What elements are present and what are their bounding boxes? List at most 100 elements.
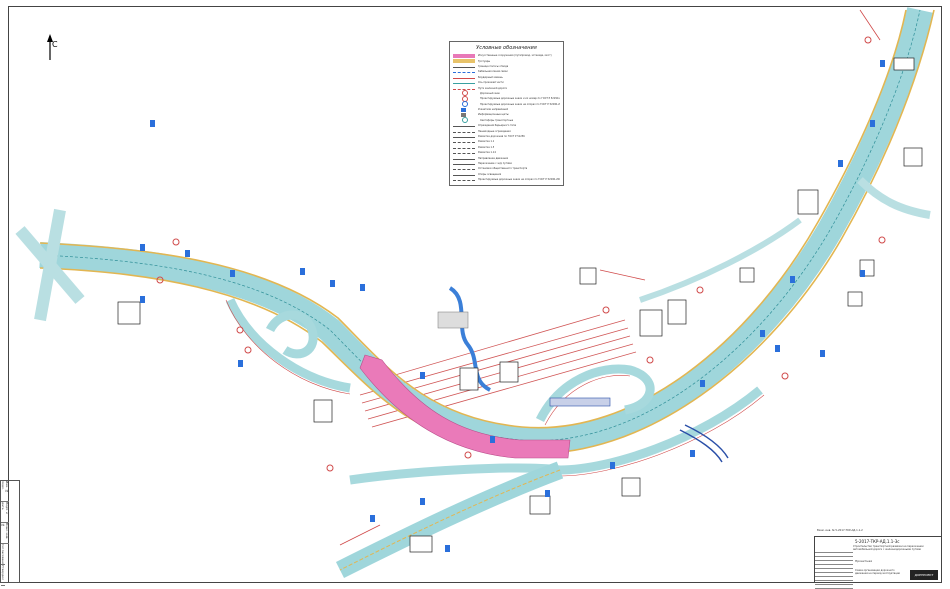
legend-symbol [453,164,475,165]
legend-label: Ось проезжей части [478,81,504,85]
legend-symbol [453,142,475,144]
drawing-frame [8,6,942,583]
legend-label: Проектируемые дорожные знаки на опорах п… [478,178,560,182]
legend-label: Пересечение с ж/д путями [478,162,512,165]
legend-label: Остановки общественного транспорта [478,167,528,171]
legend-symbol [461,112,466,117]
legend-label: Бордюрный камень [478,75,503,79]
legend-item: Проектируемые дорожные знаки на опорах п… [453,177,560,182]
legend-symbol [453,174,475,176]
signature-grid [815,549,853,589]
legend-item: Информационные щиты [453,112,560,117]
stream [448,286,492,392]
object-name: Строительство транспортной развязки на п… [853,545,924,551]
legend-label: Разметка 1.1 [478,140,495,144]
binding-cell: Согласовано [1,544,5,565]
legend-item: Пешеходные ограждения [453,128,560,133]
legend-label: Граница полосы отвода [478,64,509,68]
legend-item: Пересечение с ж/д путями [453,161,560,166]
legend-label: Разметка дорожная по ГОСТ Р 51256 [478,135,525,139]
legend-label: Разметка 1.5 [478,145,495,149]
legend-item: Пути железной дороги [453,85,560,90]
legend-label: Пути железной дороги [478,86,508,90]
legend-label: Пешеходные ограждения [478,129,511,133]
legend-symbol [453,53,475,58]
legend-title: Условные обозначения [476,45,537,51]
legend-label: Дорожный знак [480,91,500,95]
legend-label: Направление движения [478,156,509,160]
legend-symbol [453,59,475,64]
legend-item: Тротуары [453,58,560,64]
legend-symbol [453,83,475,85]
binding-cell: Взам. инв. № [1,523,9,544]
legend-item: Указатели направлений [453,107,560,112]
title-block: Взам. инв. № 5-2017-ТКР-АД.1.1-2 5-2017-… [814,529,942,589]
legend-item: Ограждения барьерного типа [453,123,560,128]
legend-symbol [453,88,475,90]
north-slip-road [639,217,802,303]
legend-symbol [462,117,468,124]
legend-symbol [453,137,475,139]
legend-item: Бордюрный камень [453,75,560,80]
legend-symbol [453,126,475,128]
station-building [437,311,469,329]
retaining-arcs [679,424,729,463]
buildings [117,57,923,553]
binding-strip: Инв. № подл. Подп. и дата Взам. инв. № С… [0,480,20,586]
legend-label: Указатели направлений [478,108,509,112]
north-arrow-icon [47,34,53,60]
legend-label: Проектируемые дорожные знаки и их номер … [480,97,560,101]
binding-cell: Инв. № подл. [1,481,9,502]
legend-symbol [453,77,475,79]
legend-rows: Искусственные сооружения (путепровод, эс… [453,53,560,182]
east-slip-road [857,177,931,219]
legend-label: Искусственные сооружения (путепровод, эс… [478,54,552,58]
legend-item: Искусственные сооружения (путепровод, эс… [453,53,560,58]
legend-item: Граница полосы отвода [453,64,560,69]
legend-item: Опоры освещения [453,172,560,177]
legend-symbol [453,153,475,155]
legend-symbol [453,158,475,160]
legend-item: Разметка 1.5 [453,145,560,150]
ramps [225,298,763,485]
legend-symbol [453,66,475,68]
legend-item: Остановки общественного транспорта [453,166,560,171]
road-signs [140,36,886,552]
ramp-edges [225,299,765,477]
organization-logo: ДОРПРОЕКТ [910,570,938,580]
legend-label: Тротуары [478,59,491,63]
title-block-note: Взам. инв. № 5-2017-ТКР-АД.1.1-2 [817,529,863,532]
legend-symbol [453,131,475,133]
legend-symbol [453,72,475,74]
legend-label: Опоры освещения [478,172,502,176]
legend-item: Светофоры транспортные [453,117,560,124]
legend-item: Разметка 1.1 [453,139,560,144]
legend-symbol [453,169,475,171]
direction-arrows [339,9,881,546]
legend-label: Информационные щиты [478,113,509,117]
binding-cell: Утвердил [1,565,5,586]
west-cross-street [15,208,85,322]
legend-symbol [453,180,475,182]
legend-label: Разметка 1.14 [478,151,496,155]
legend-symbol [461,107,466,112]
drawing-code: 5-2017-ТКР-АД.1.1-3с [855,539,900,544]
legend-item: Проектируемые дорожные знаки на опорах п… [453,101,560,108]
legend-item: Направление движения [453,155,560,160]
legend-symbol [453,147,475,149]
legend-label: Кабельная линия связи [478,70,508,74]
design-stage: Проектная [855,559,873,563]
sheet-title: Схема организации дорожного движения на … [855,569,900,575]
legend-item: Разметка дорожная по ГОСТ Р 51256 [453,134,560,139]
legend-symbol [462,101,468,108]
north-label: С [52,40,58,49]
legend-label: Проектируемые дорожные знаки на опорах п… [480,102,560,106]
legend-label: Ограждения барьерного типа [478,124,517,128]
legend-label: Светофоры транспортные [480,118,514,122]
binding-cell: Подп. и дата [1,502,9,523]
legend-item: Кабельная линия связи [453,69,560,74]
legend-item: Разметка 1.14 [453,150,560,155]
bridge-overpass [359,354,571,459]
